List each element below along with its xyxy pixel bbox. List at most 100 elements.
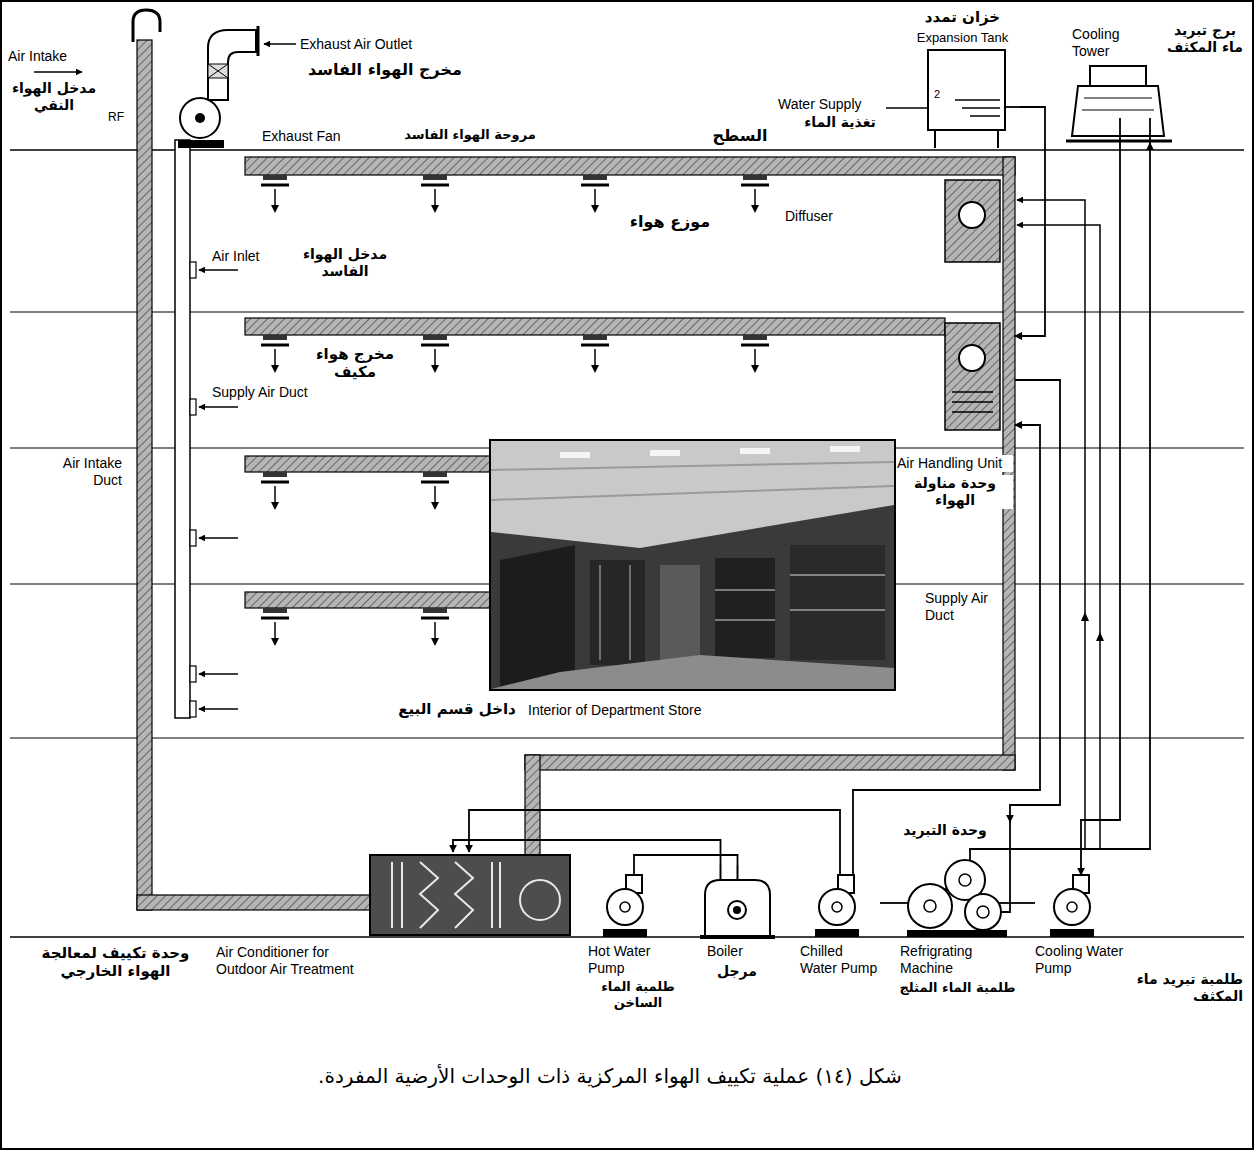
diffuser	[421, 335, 449, 373]
floor-mark: RF	[108, 110, 134, 124]
tank-leg	[934, 130, 936, 148]
part-label-holder: Exhaust Air Outlet	[300, 36, 460, 53]
pump-eye	[832, 902, 842, 912]
equipment-label-ar-holder: وحدة مناولة الهواء	[897, 475, 1013, 509]
equipment-label: Refrigrating Machine	[900, 943, 1018, 977]
equipment-label-ar: وحدة تكييف لمعالجة الهواء الخارجي	[28, 944, 203, 980]
part-label-ar-holder: موزع هواء	[620, 212, 720, 231]
pipe-connector	[1015, 107, 1045, 336]
tank-leg	[997, 130, 999, 148]
hot-water-pump: Hot Water Pumpطلمبة الماء الساخن	[588, 875, 688, 1013]
part-label: Air Intake Duct	[62, 455, 122, 489]
equipment-label-holder: Expansion Tank	[905, 30, 1020, 46]
evaporator-shell	[965, 894, 1001, 930]
air-handling-unit-box	[945, 323, 1000, 430]
inlet-arrow	[199, 269, 238, 271]
damper-mesh	[208, 64, 228, 78]
shelf-edge	[715, 619, 775, 621]
area-label-holder: Interior of Department Store	[528, 702, 788, 719]
diffuser	[421, 608, 449, 646]
floor-label-ar: السطح	[700, 126, 780, 145]
area-label-ar: داخل قسم البيع	[392, 700, 522, 718]
pump-volute	[1054, 889, 1090, 925]
compressor-shell	[908, 884, 952, 928]
store-shelf	[715, 558, 775, 658]
air-inlet	[190, 399, 196, 415]
exhaust-fan	[180, 98, 220, 138]
diffuser	[421, 175, 449, 213]
pipe-connector	[880, 902, 895, 904]
intake-hood	[133, 10, 160, 42]
ac-coil	[455, 862, 473, 928]
part-label: Diffuser	[785, 208, 865, 225]
outdoor-air-conditioner-figure	[370, 855, 570, 935]
tower-fan-stack	[1090, 66, 1146, 86]
photo-floor	[491, 655, 894, 689]
store-shelf	[590, 560, 645, 665]
equipment-label-holder: Boiler	[707, 943, 777, 960]
air-inlet	[190, 530, 196, 546]
pipe-connector	[1020, 143, 1150, 849]
equipment-label: Air Conditioner for Outdoor Air Treatmen…	[216, 944, 381, 978]
ahu-coil	[952, 391, 993, 393]
ac-filter	[391, 862, 393, 928]
part-label-ar-holder: مدخل الهواء النقي	[4, 80, 104, 114]
cooling-tower: Cooling Tower برج تبريد ماء المكثف	[1060, 8, 1250, 143]
part-label-ar: موزع هواء	[620, 212, 720, 231]
exhaust-outlet-pipe	[208, 30, 256, 100]
ac-humidifier	[491, 862, 493, 928]
diffuser	[741, 335, 769, 373]
equipment-label-ar-holder: خزان تمدد	[905, 8, 1020, 26]
supply-air-duct	[245, 157, 1015, 175]
air-inlet	[190, 666, 196, 682]
pipe-connector	[453, 840, 721, 865]
air-handling-unit-box	[945, 180, 1000, 262]
supply-ducts	[245, 157, 1015, 855]
leader-arrow	[264, 43, 296, 45]
part-label-holder: Supply Air Duct	[212, 384, 342, 401]
shell-end	[924, 900, 936, 912]
part-label-ar: مدخل الهواء النقي	[4, 80, 104, 114]
diffuser	[261, 335, 289, 373]
part-label-holder: Diffuser	[785, 208, 865, 225]
equipment-label-ar-holder: برج تبريد ماء المكثف	[1164, 22, 1246, 56]
figure-caption: شكل (١٤) عملية تكييف الهواء المركزية ذات…	[160, 1064, 1060, 1088]
equipment-label-ar-holder: طلمبة الماء الساخن	[588, 979, 688, 1010]
pipe-stub	[1149, 118, 1151, 143]
diffuser	[261, 472, 289, 510]
equipment-label-ar: مرجل	[707, 963, 767, 980]
intake-duct	[137, 40, 152, 910]
callout-number-holder: 2	[934, 88, 946, 101]
outlet-flange	[257, 26, 260, 56]
refrigerating-machine-figure	[895, 822, 1020, 937]
shelf-edge	[629, 565, 631, 660]
ahu-fan	[959, 345, 985, 371]
equipment-label-ar: طلمبة الماء الساخن	[588, 979, 688, 1010]
diffuser	[741, 175, 769, 213]
floor-line	[10, 737, 1244, 738]
store-shelf	[660, 565, 700, 660]
pipe-stub	[1001, 822, 1010, 912]
inlet-arrow	[199, 708, 238, 710]
ceiling-light	[830, 446, 860, 452]
outdoor-air-conditioner: وحدة تكييف لمعالجة الهواء الخارجي Air Con…	[28, 852, 573, 992]
inlet-arrow	[199, 673, 238, 675]
pump-eye	[1067, 902, 1077, 912]
cooling-water-pump: Cooling Water Pumpطلمبة تبريد ماء المكثف	[1035, 875, 1245, 1008]
equipment-label-ar: طلمبة الماء المثلج	[895, 980, 1020, 996]
supply-air-duct	[245, 592, 490, 608]
boiler: Boiler مرجل	[695, 865, 780, 990]
equipment-label-ar-holder: طلمبة الماء المثلج	[895, 980, 1020, 996]
part-label: Supply Air Duct	[212, 384, 342, 401]
shelf-edge	[790, 609, 885, 611]
machine-base	[907, 930, 1007, 937]
tower-louver	[1084, 98, 1152, 99]
ahu-coil	[952, 401, 993, 403]
chilled-water-pump: Chilled Water Pump	[800, 875, 880, 1005]
part-label: Exhaust Air Outlet	[300, 36, 460, 53]
part-label-ar-holder: مدخل الهواء الفاسد	[285, 246, 405, 280]
equipment-label: Cooling Tower	[1072, 26, 1150, 60]
